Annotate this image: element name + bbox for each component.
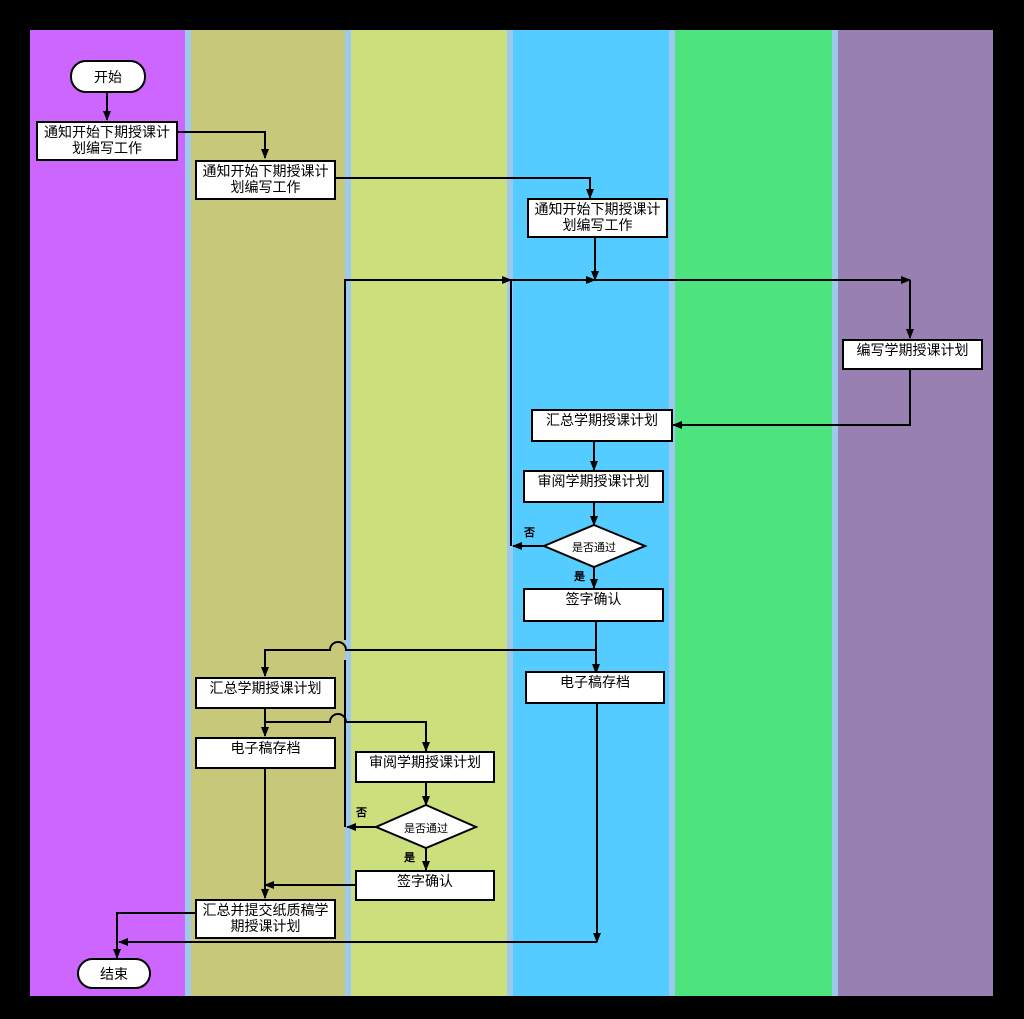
sign-confirm-box-2: 签字确认 <box>355 870 495 901</box>
yes-label-1: 是 <box>574 570 585 583</box>
archive-box-1: 电子稿存档 <box>525 671 665 704</box>
notify-box-1: 通知开始下期授课计划编写工作 <box>36 121 178 161</box>
swimlane-6 <box>838 30 993 996</box>
notify-box-2: 通知开始下期授课计划编写工作 <box>195 160 336 200</box>
swimlane-5 <box>675 30 832 996</box>
notify-box-3: 通知开始下期授课计划编写工作 <box>527 198 668 238</box>
summarize-plan-box-1: 汇总学期授课计划 <box>531 409 673 442</box>
end-terminal: 结束 <box>77 958 151 989</box>
archive-box-2: 电子稿存档 <box>195 737 336 769</box>
lane-separator <box>185 30 191 996</box>
sign-confirm-box-1: 签字确认 <box>523 588 664 622</box>
no-label-2: 否 <box>356 806 367 819</box>
lane-separator <box>832 30 838 996</box>
review-plan-box-1: 审阅学期授课计划 <box>523 470 664 503</box>
start-terminal: 开始 <box>70 60 146 93</box>
lane-separator <box>669 30 675 996</box>
swimlane-1 <box>30 30 185 996</box>
yes-label-2: 是 <box>404 851 415 864</box>
no-label-1: 否 <box>524 526 535 539</box>
submit-paper-box: 汇总并提交纸质稿学期授课计划 <box>195 899 336 939</box>
swimlane-4 <box>513 30 669 996</box>
summarize-plan-box-2: 汇总学期授课计划 <box>195 677 336 709</box>
write-plan-box: 编写学期授课计划 <box>842 339 983 370</box>
review-plan-box-2: 审阅学期授课计划 <box>355 751 495 783</box>
swimlane-3 <box>351 30 507 996</box>
